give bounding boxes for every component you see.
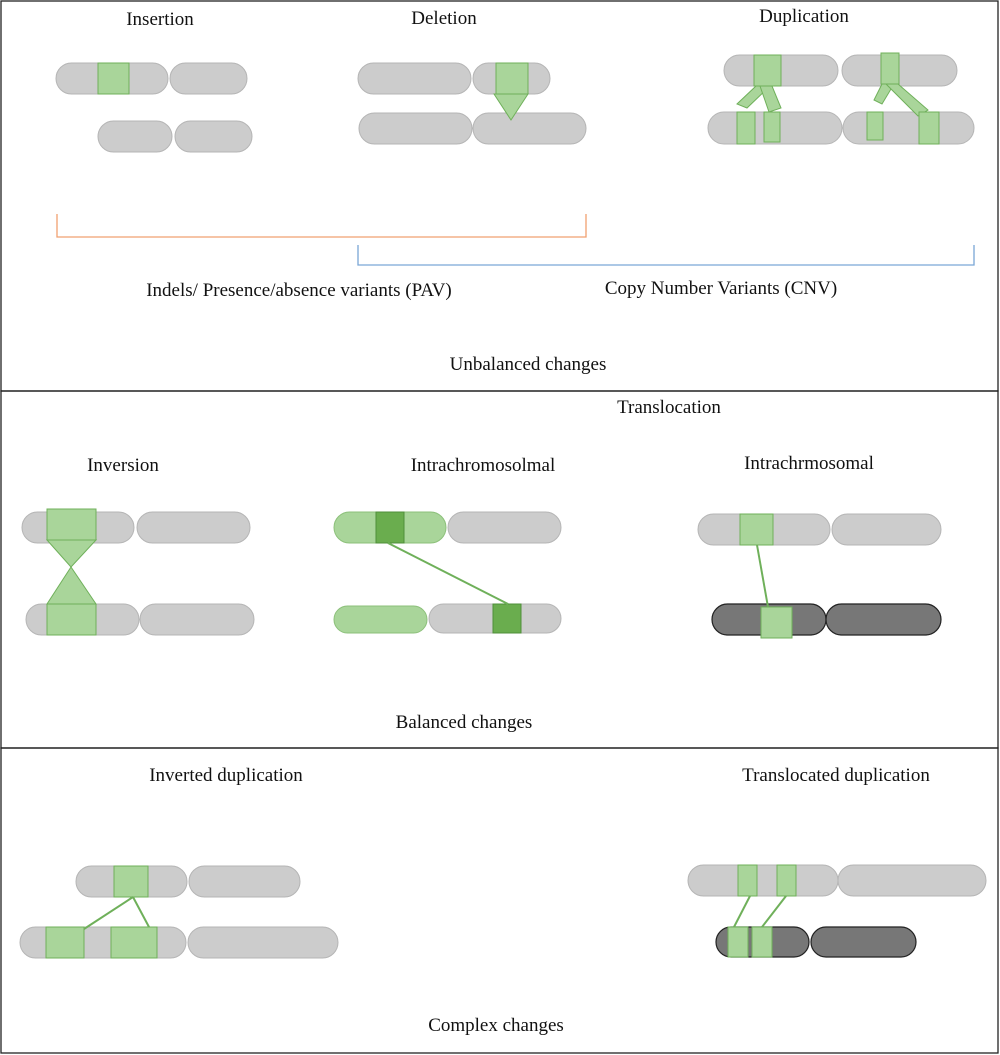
chromosome-arm xyxy=(842,111,975,145)
chromosome-arm xyxy=(139,603,255,636)
pav-label: Indels/ Presence/absence variants (PAV) xyxy=(146,280,452,301)
intrachromosomal-label-2: Intrachrmosomal xyxy=(744,453,874,474)
chromosome-arm xyxy=(358,112,473,145)
duplication-link xyxy=(132,896,150,928)
chromosome-arm xyxy=(136,511,251,544)
inverted-segment xyxy=(46,603,97,636)
cnv-label: Copy Number Variants (CNV) xyxy=(605,278,837,299)
translocated-duplication-label: Translocated duplication xyxy=(742,765,930,786)
balanced-panel xyxy=(0,390,999,749)
inverted-segment xyxy=(46,508,97,541)
chromosome-arm xyxy=(169,62,248,95)
inverted-duplication-figure xyxy=(19,865,339,959)
chromosome-arm xyxy=(357,62,472,95)
duplicated-segment xyxy=(727,926,749,958)
chromosome-arm-dark xyxy=(810,926,917,958)
duplication-link xyxy=(83,896,134,930)
deletion-figure xyxy=(357,62,587,145)
chromosome-arm xyxy=(687,864,839,897)
complex-title: Complex changes xyxy=(428,1015,564,1036)
translocated-segment xyxy=(375,511,405,544)
insertion-figure xyxy=(55,62,253,153)
inversion-label: Inversion xyxy=(87,455,159,476)
inserted-segment xyxy=(97,62,130,95)
deleted-segment xyxy=(495,62,529,95)
duplication-link xyxy=(759,85,782,113)
duplication-figure xyxy=(707,52,975,145)
translocated-segment xyxy=(492,603,522,634)
chromosome-arm xyxy=(447,511,562,544)
balanced-title: Balanced changes xyxy=(396,712,533,733)
duplicated-segment xyxy=(110,926,158,959)
chromosome-arm xyxy=(174,120,253,153)
duplicated-segment xyxy=(880,52,900,85)
intrachromosomal-figure-1 xyxy=(333,511,562,634)
duplicated-segment xyxy=(736,111,756,145)
intrachromosomal-label-1: Intrachromosolmal xyxy=(411,455,556,476)
translocated-segment xyxy=(760,606,793,639)
translocation-link xyxy=(756,544,769,608)
duplication-link xyxy=(733,895,751,928)
translocated-segment xyxy=(739,513,774,546)
chromosome-arm xyxy=(97,120,173,153)
inversion-figure xyxy=(21,508,255,636)
cnv-bracket xyxy=(357,245,975,266)
deletion-label: Deletion xyxy=(411,8,477,29)
duplicated-segment xyxy=(918,111,940,145)
pav-bracket xyxy=(56,214,587,238)
unbalanced-title: Unbalanced changes xyxy=(450,354,607,375)
duplicated-segment xyxy=(113,865,149,898)
duplicated-segment xyxy=(45,926,85,959)
chromosome-arm xyxy=(188,865,301,898)
deletion-arrow xyxy=(493,93,529,121)
inversion-arrow xyxy=(45,539,98,568)
duplicated-segment xyxy=(866,111,884,141)
intrachromosomal-figure-2 xyxy=(697,513,942,639)
chromosome-arm xyxy=(837,864,987,897)
inverted-duplication-label: Inverted duplication xyxy=(149,765,303,786)
duplication-link xyxy=(761,895,787,928)
translocated-duplication-figure xyxy=(687,864,987,958)
chromosome-arm xyxy=(187,926,339,959)
duplicated-segment xyxy=(737,864,758,897)
translocation-link xyxy=(387,542,509,605)
duplicated-segment xyxy=(751,926,773,958)
duplicated-segment xyxy=(753,54,782,87)
insertion-label: Insertion xyxy=(126,9,194,30)
chromosome-arm-dark xyxy=(825,603,942,636)
chromosome-arm xyxy=(472,112,587,145)
inversion-arrow xyxy=(46,566,97,605)
chromosome-arm xyxy=(831,513,942,546)
complex-panel xyxy=(0,747,999,1054)
duplication-label: Duplication xyxy=(759,6,849,27)
duplicated-segment xyxy=(763,111,781,143)
translocation-label: Translocation xyxy=(617,397,721,418)
chromosome-arm xyxy=(19,926,187,959)
duplication-link xyxy=(884,83,929,117)
duplicated-segment xyxy=(776,864,797,897)
chromosome-arm-green xyxy=(333,605,428,634)
